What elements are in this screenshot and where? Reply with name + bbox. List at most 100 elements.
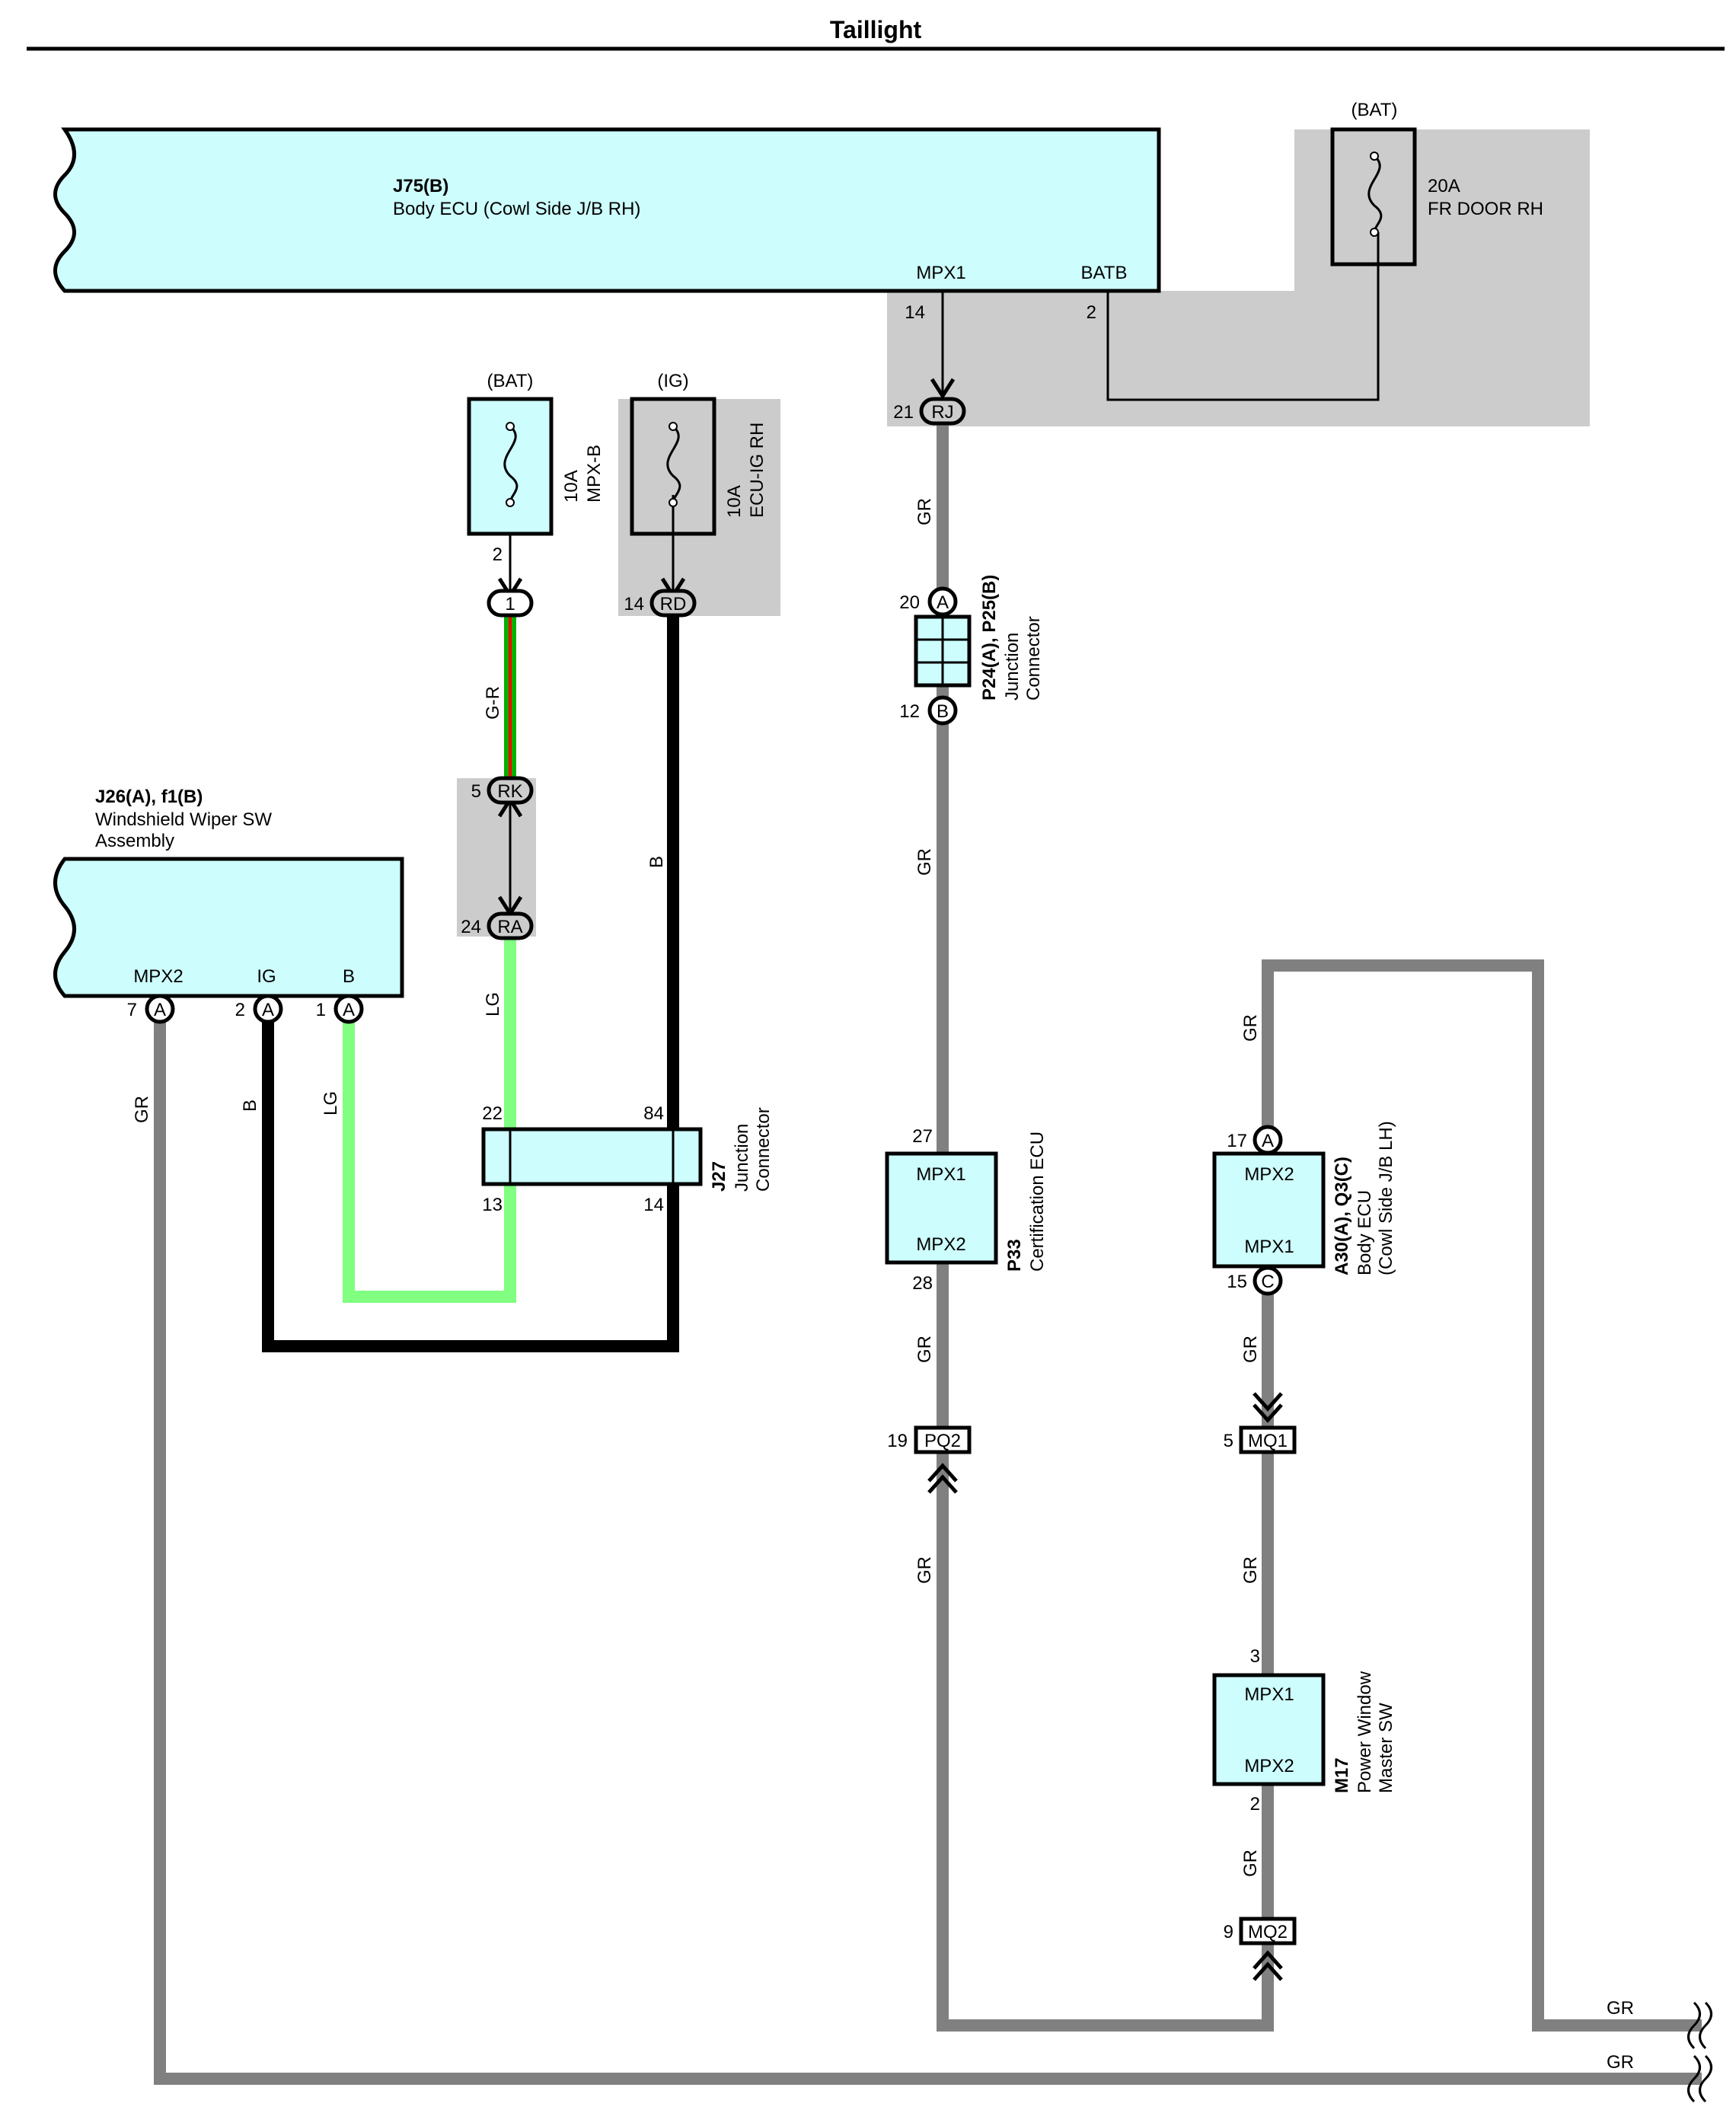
fuse-mpxb-rating: 10A <box>561 470 582 503</box>
wiper-sw-conn-2 <box>253 994 283 1024</box>
connector-pq2 <box>914 1425 972 1454</box>
fuse-fr-door-rating: 20A <box>1428 176 1460 196</box>
shade-ecuig-fuse <box>618 399 780 616</box>
wiper-sw-name2: Assembly <box>95 831 174 851</box>
wiper-sw-pin-mpx2: MPX2 <box>133 966 183 987</box>
wire-b <box>262 605 679 1352</box>
fuse-ecuig-box <box>630 397 716 536</box>
wire-label-g-r: G-R <box>483 686 503 720</box>
m17-p2: 2 <box>1250 1794 1260 1815</box>
connector-rj <box>919 397 966 426</box>
fuse-mpxb-term-bottom <box>506 498 515 507</box>
wire-label-gr-7: GR <box>1240 1556 1261 1584</box>
wire-gr-bottom <box>154 1013 1702 2085</box>
break-mark-1a <box>1687 2001 1701 2050</box>
wire-label-gr-11: GR <box>1607 2052 1634 2073</box>
wiper-sw-conn-1 <box>333 994 364 1024</box>
p24-conn-a <box>927 586 958 617</box>
fuse-mpxb-source: (BAT) <box>487 371 534 391</box>
connector-rd-label: RD <box>660 594 687 614</box>
a30-box <box>1212 1151 1326 1269</box>
fuse-mpxb-box <box>467 397 554 536</box>
arrow-rj <box>930 378 956 400</box>
j27-p14: 14 <box>643 1195 664 1215</box>
wire-label-b-2: B <box>240 1100 260 1112</box>
fuse-ecuig-rating: 10A <box>724 485 745 518</box>
a30-name1: Body ECU <box>1355 1190 1375 1275</box>
break-mark-1b <box>1699 2001 1712 2050</box>
p33-box <box>885 1151 998 1265</box>
p24-name2: Connector <box>1023 616 1044 701</box>
wire-batb-fuse <box>1106 232 1380 401</box>
m17-code: M17 <box>1332 1757 1352 1793</box>
a30-conn-c <box>1253 1266 1283 1296</box>
connector-mq1-pin: 5 <box>1224 1431 1233 1451</box>
fuse-fr-door-term-bottom <box>1370 228 1379 237</box>
connector-pq2-label: PQ2 <box>924 1431 961 1451</box>
body-ecu-rh-pin-batb: BATB <box>1081 263 1128 283</box>
arrow-mq1 <box>1253 1392 1283 1423</box>
connector-rk-label: RK <box>497 781 522 802</box>
p24-p20: 20 <box>899 592 920 613</box>
j27-p22: 22 <box>482 1103 503 1124</box>
a30-p17: 17 <box>1227 1131 1247 1151</box>
body-ecu-rh-code: J75(B) <box>393 176 448 196</box>
connector-c1 <box>487 589 534 618</box>
wire-label-gr-3: GR <box>914 1336 935 1363</box>
arrow-pq2 <box>927 1463 958 1494</box>
connector-pq2-pin: 19 <box>887 1431 908 1451</box>
a30-name2: (Cowl Side J/B LH) <box>1376 1121 1396 1275</box>
wire-label-b-1: B <box>646 856 667 868</box>
p24-conn-b-label: B <box>937 701 949 722</box>
wire-label-gr-5: GR <box>1240 1014 1261 1042</box>
a30-p15: 15 <box>1227 1272 1247 1292</box>
fuse-mpxb-term-top <box>506 422 515 431</box>
p33-pin-mpx2: MPX2 <box>916 1234 965 1255</box>
wiper-sw-num-2: 2 <box>235 1000 245 1020</box>
arrow-mq2 <box>1253 1950 1283 1981</box>
j27-name2: Connector <box>753 1107 774 1192</box>
p33-p27: 27 <box>912 1126 933 1147</box>
wiper-sw-num-1: 1 <box>316 1000 326 1020</box>
fuse-fr-door-icon <box>1367 155 1383 233</box>
wire-label-gr-4: GR <box>914 1556 935 1584</box>
a30-conn-a-label: A <box>1262 1131 1274 1151</box>
body-ecu-rh-pin-mpx1: MPX1 <box>916 263 965 283</box>
wire-label-gr-10: GR <box>1607 1998 1634 2019</box>
connector-ra <box>487 911 534 940</box>
connector-mq1-label: MQ1 <box>1248 1431 1288 1451</box>
p24-p12: 12 <box>899 701 920 722</box>
m17-p3: 3 <box>1250 1646 1260 1667</box>
fuse-fr-door-source: (BAT) <box>1351 100 1398 120</box>
fuse-ecuig-term-top <box>669 422 678 431</box>
fuse-fr-door-box <box>1330 127 1417 267</box>
connector-c1-label: 1 <box>505 594 515 614</box>
fuse-ecuig-term-bottom <box>669 498 678 507</box>
connector-ra-pin: 24 <box>461 917 481 937</box>
fuse-mpxb-icon <box>503 425 519 503</box>
m17-box <box>1212 1673 1326 1786</box>
connector-mq2 <box>1239 1917 1297 1945</box>
j27-box <box>481 1127 703 1186</box>
j27-name1: Junction <box>732 1124 752 1192</box>
fuse-ecuig-icon <box>666 425 681 503</box>
wire-label-gr-9: GR <box>132 1096 152 1123</box>
wiper-sw-pin-ig: IG <box>257 966 276 987</box>
connector-ra-label: RA <box>497 917 522 937</box>
j27-p84: 84 <box>643 1103 664 1124</box>
connector-rj-pin: 21 <box>893 402 914 423</box>
fuse-mpxb-pin: 2 <box>493 544 503 565</box>
connector-rd-pin: 14 <box>624 594 644 614</box>
wiper-sw-name1: Windshield Wiper SW <box>95 809 272 830</box>
p24-code: P24(A), P25(B) <box>979 575 1000 701</box>
body-ecu-rh-box <box>53 127 1161 293</box>
wire-label-gr-6: GR <box>1240 1336 1261 1363</box>
fuse-fr-door-term-top <box>1370 152 1379 161</box>
break-mark-2a <box>1687 2054 1701 2103</box>
connector-rd <box>649 589 697 618</box>
wiper-sw-conn-7 <box>145 994 175 1024</box>
p24-name1: Junction <box>1002 633 1023 701</box>
wiper-sw-conn-2-label: A <box>262 1000 274 1020</box>
p33-p28: 28 <box>912 1273 933 1294</box>
